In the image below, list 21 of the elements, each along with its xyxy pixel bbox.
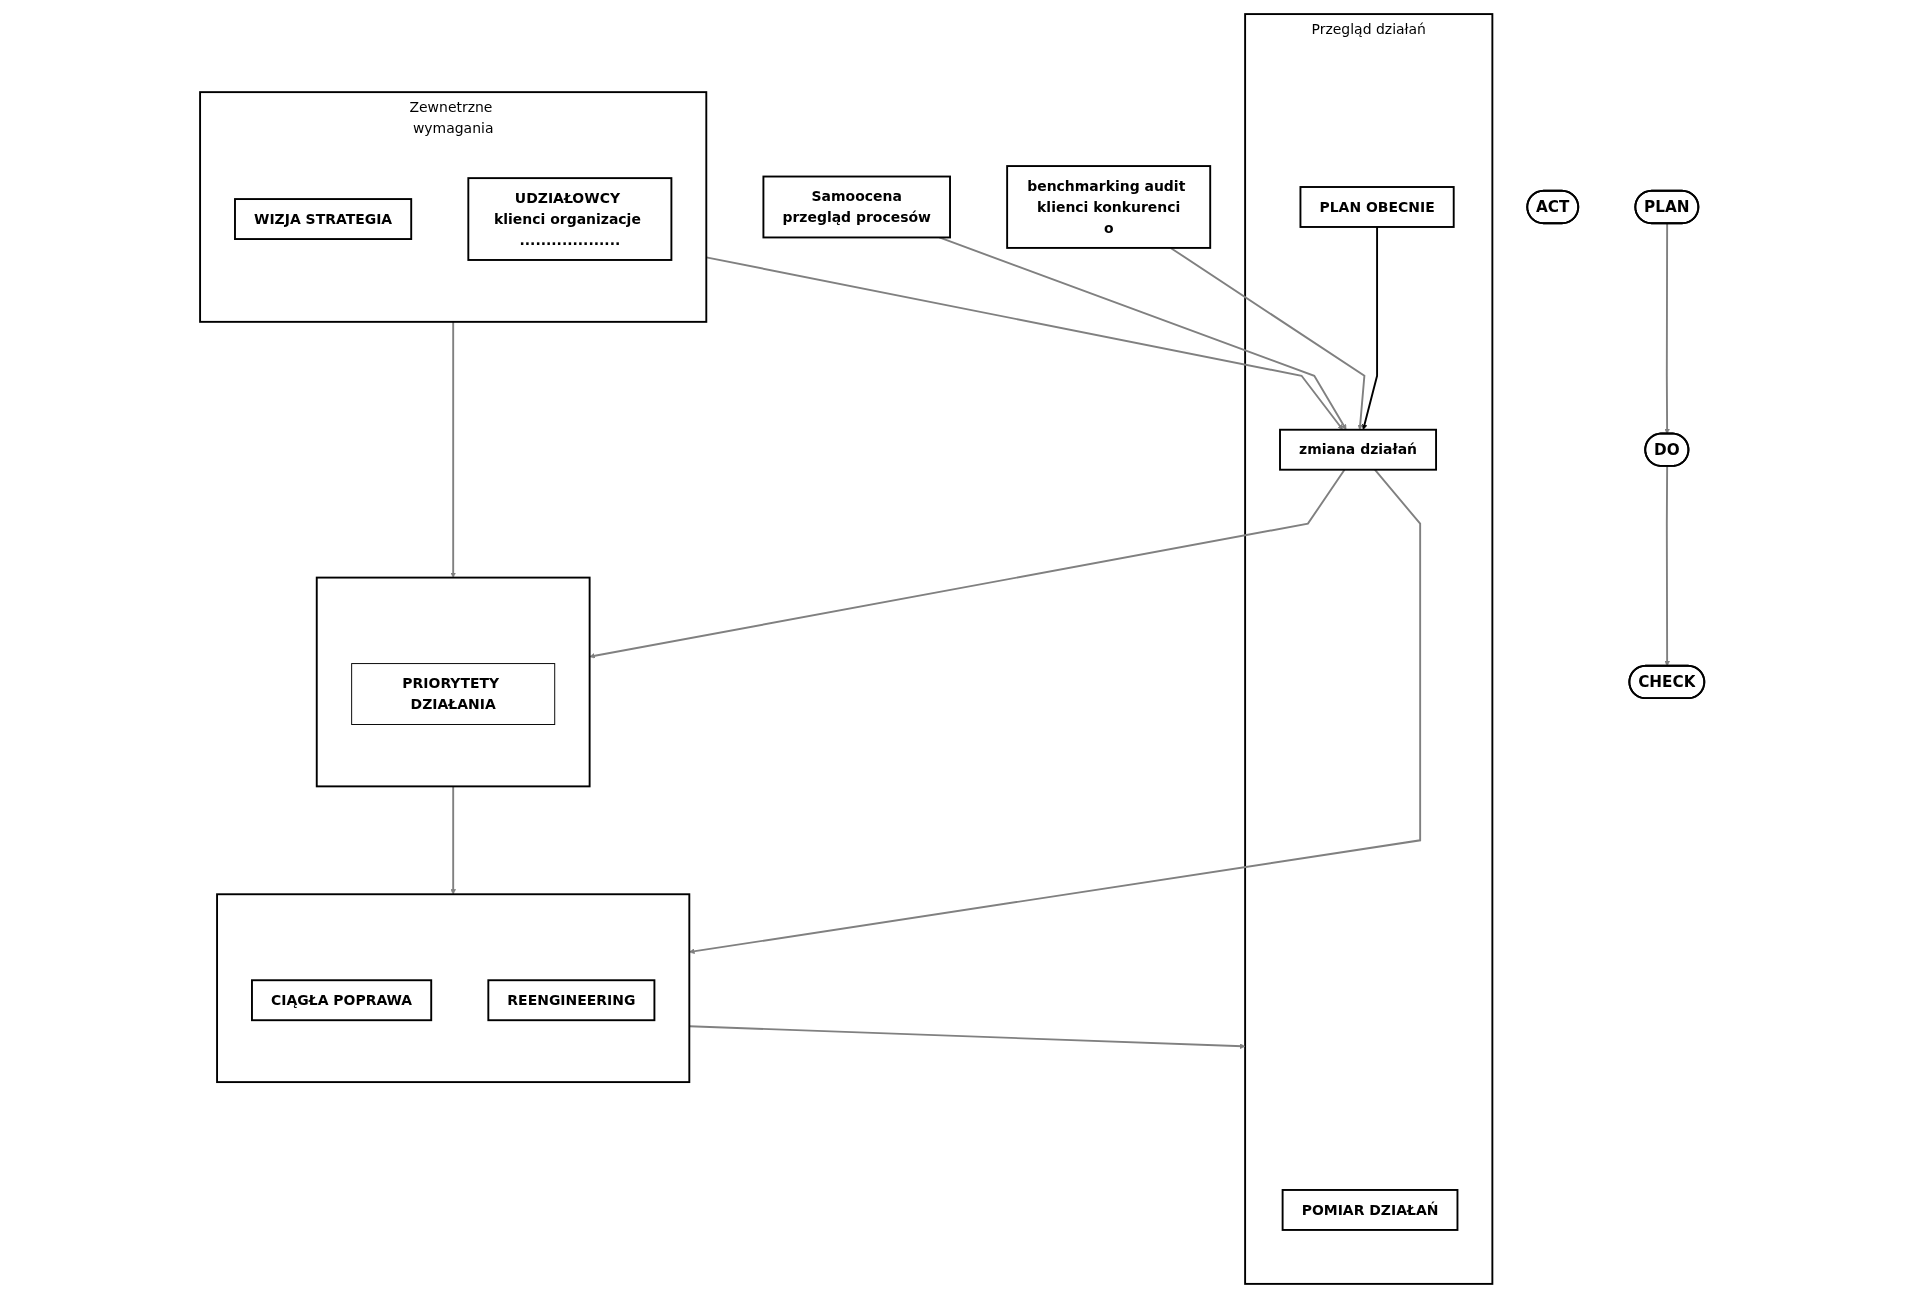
- node-box: CIĄGŁA POPRAWA: [251, 979, 433, 1022]
- arrow: [1362, 226, 1379, 430]
- cluster: [316, 576, 591, 788]
- cluster: [216, 893, 691, 1084]
- node-box: UDZIAŁOWCY klienci organizacje ...................: [467, 177, 673, 261]
- arrow: [450, 785, 457, 895]
- node-box: POMIAR DZIAŁAŃ: [1281, 1189, 1459, 1231]
- arrow: [1170, 247, 1366, 430]
- arrow: [938, 236, 1347, 430]
- arrow: [689, 468, 1422, 955]
- arrow: [1664, 465, 1671, 667]
- arrow: [1664, 222, 1671, 435]
- arrow: [450, 320, 457, 578]
- node-box: REENGINEERING: [487, 979, 656, 1022]
- node-box: WIZJA STRATEGIA: [234, 198, 413, 240]
- node-box: Samoocena przegląd procesów: [762, 175, 952, 239]
- node-box: benchmarking audit klienci konkurenci o: [1006, 165, 1212, 249]
- node-box: PRIORYTETY DZIAŁANIA: [351, 663, 556, 725]
- node-box: PLAN OBECNIE: [1299, 186, 1455, 228]
- arrow: [589, 468, 1346, 659]
- node-box: zmiana działań: [1279, 428, 1438, 471]
